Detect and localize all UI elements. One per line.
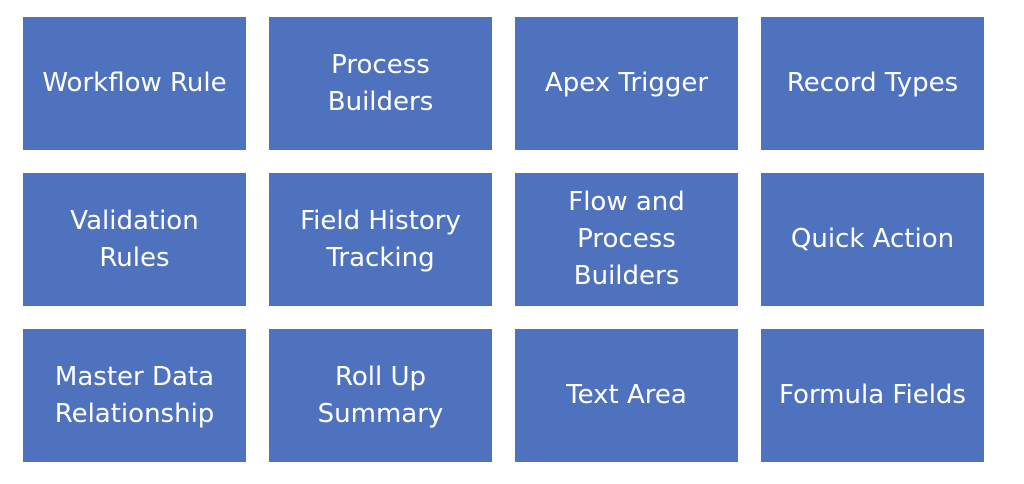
tile-label: Record Types [786, 68, 959, 98]
tile-label: Master Data Relationship [54, 361, 215, 429]
tile-label: Text Area [566, 380, 687, 410]
tile-label: Workflow Rule [42, 68, 227, 98]
tile-label: Formula Fields [779, 380, 966, 410]
feature-tile-grid: Workflow Rule Process Builders Apex Trig… [23, 17, 984, 462]
tile-record-types: Record Types [761, 17, 984, 150]
tile-flow-and-process-builders: Flow and Process Builders [515, 173, 738, 306]
tile-label: Flow and Process Builders [568, 187, 685, 291]
tile-formula-fields: Formula Fields [761, 329, 984, 462]
tile-label: Roll Up Summary [317, 361, 444, 429]
tile-apex-trigger: Apex Trigger [515, 17, 738, 150]
tile-quick-action: Quick Action [761, 173, 984, 306]
tile-workflow-rule: Workflow Rule [23, 17, 246, 150]
tile-text-area: Text Area [515, 329, 738, 462]
tile-label: Validation Rules [70, 205, 199, 273]
tile-process-builders: Process Builders [269, 17, 492, 150]
tile-roll-up-summary: Roll Up Summary [269, 329, 492, 462]
tile-label: Field History Tracking [300, 205, 461, 273]
tile-validation-rules: Validation Rules [23, 173, 246, 306]
tile-master-data-relationship: Master Data Relationship [23, 329, 246, 462]
tile-label: Process Builders [327, 49, 434, 117]
tile-label: Apex Trigger [544, 68, 709, 98]
tile-field-history-tracking: Field History Tracking [269, 173, 492, 306]
tile-label: Quick Action [790, 224, 955, 254]
